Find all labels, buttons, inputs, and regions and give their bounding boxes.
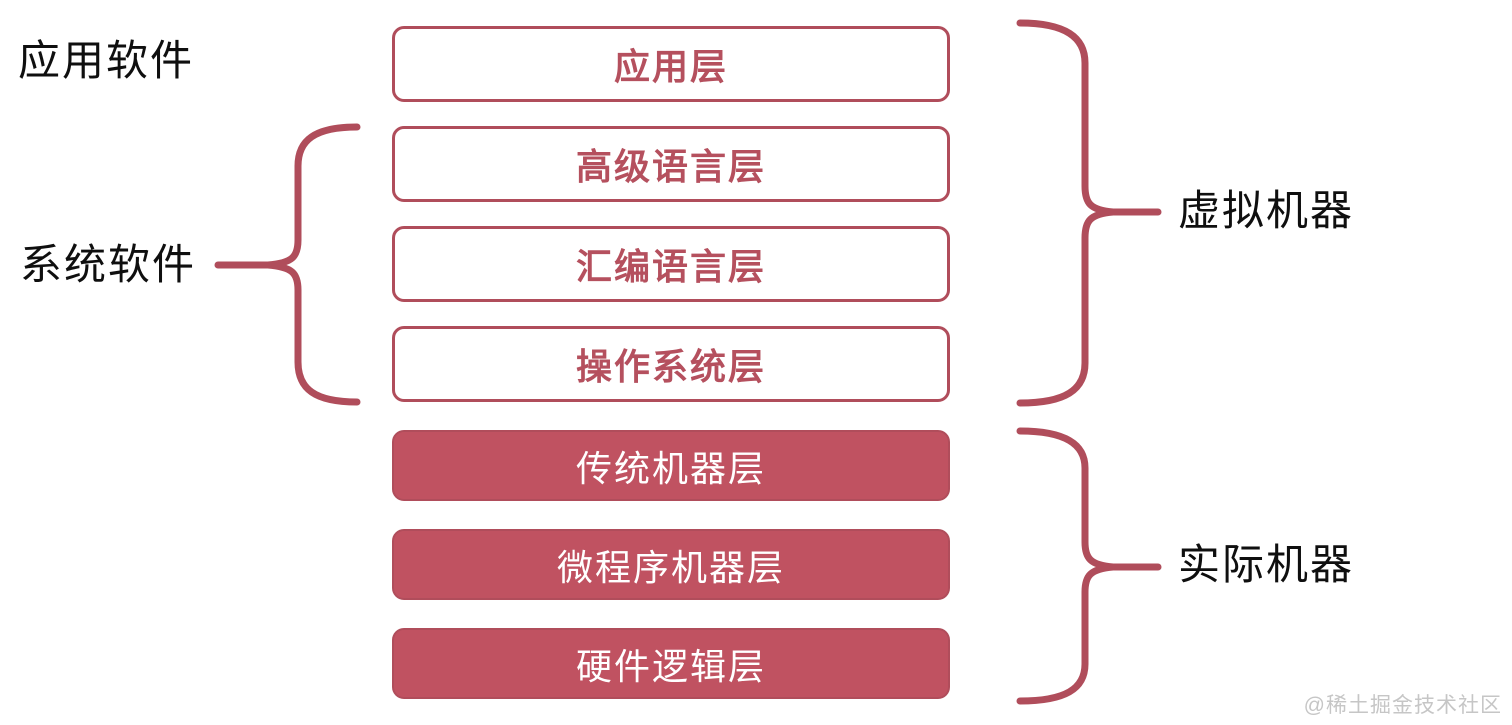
layer-box-operating-system: 操作系统层 xyxy=(392,326,950,402)
layer-box-application: 应用层 xyxy=(392,26,950,102)
watermark: @稀土掘金技术社区 xyxy=(1303,694,1502,717)
layer-box-traditional-machine: 传统机器层 xyxy=(392,430,950,501)
label-application-software: 应用软件 xyxy=(18,37,195,84)
layer-box-assembly-language: 汇编语言层 xyxy=(392,226,950,302)
layer-box-high-level-language: 高级语言层 xyxy=(392,126,950,202)
layer-box-microprogram-machine: 微程序机器层 xyxy=(392,529,950,600)
system-software-brace xyxy=(264,123,361,406)
label-virtual-machine: 虚拟机器 xyxy=(1178,187,1355,234)
label-system-software: 系统软件 xyxy=(20,241,197,288)
virtual-machine-brace xyxy=(1016,19,1117,407)
actual-machine-brace xyxy=(1016,427,1117,705)
layer-box-hardware-logic: 硬件逻辑层 xyxy=(392,628,950,699)
label-actual-machine: 实际机器 xyxy=(1178,541,1355,588)
